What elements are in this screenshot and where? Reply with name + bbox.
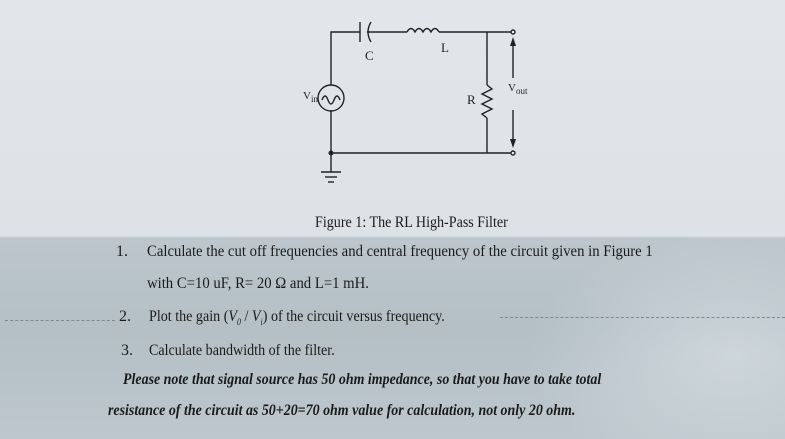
question-1-values: with C=10 uF, R= 20 Ω and L=1 mH. [147, 275, 369, 292]
inductor-coil [406, 27, 440, 34]
wire-left-top [330, 31, 360, 85]
source-circle [317, 84, 345, 112]
sine-wave [321, 95, 341, 105]
dashed-line-right [500, 317, 785, 318]
capacitor-label: C [365, 48, 374, 63]
dashed-line-left [5, 320, 115, 321]
inductor-label: L [441, 40, 449, 55]
question-1-number: 1. [116, 243, 128, 260]
source-label: Vin [303, 90, 318, 105]
output-label: Vout [508, 82, 528, 97]
figure-caption: Figure 1: The RL High-Pass Filter [315, 214, 508, 231]
note-line-1: Please note that signal source has 50 oh… [123, 371, 602, 388]
question-1-text: Calculate the cut off frequencies and ce… [147, 243, 653, 260]
question-2-text: Plot the gain (V0 / Vi) of the circuit v… [149, 308, 445, 328]
question-2-number: 2. [119, 308, 131, 325]
question-3-text: Calculate bandwidth of the filter. [149, 342, 335, 359]
resistor-label: R [467, 92, 476, 107]
note-line-2: resistance of the circuit as 50+20=70 oh… [108, 402, 576, 419]
question-3-number: 3. [121, 342, 133, 359]
resistor-zigzag [480, 84, 494, 119]
circuit-diagram: C L R Vin Vout [295, 10, 535, 200]
circuit-schematic [317, 21, 516, 183]
